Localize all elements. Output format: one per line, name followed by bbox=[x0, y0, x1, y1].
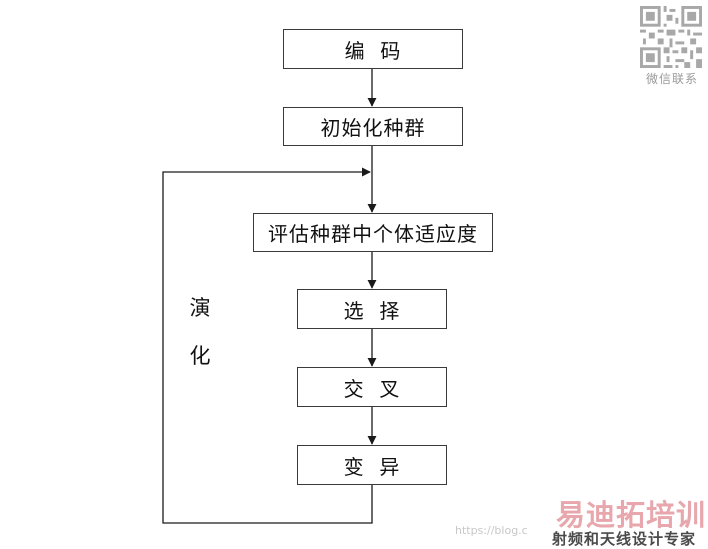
step-crossover-box: 交 叉 bbox=[297, 367, 447, 407]
evolution-label-line2: 化 bbox=[189, 344, 211, 368]
qr-caption: 微信联系 bbox=[645, 72, 698, 86]
brand-logo-text: 易迪拓培训 bbox=[556, 498, 707, 532]
evolution-label-line1: 演 bbox=[189, 296, 211, 320]
step-selection-box: 选 择 bbox=[297, 289, 447, 329]
step-evaluate-fitness-box: 评估种群中个体适应度 bbox=[253, 213, 493, 252]
blog-url-watermark: https://blog.c bbox=[455, 524, 528, 537]
step-init-population-box: 初始化种群 bbox=[283, 107, 463, 146]
brand-tagline: 射频和天线设计专家 bbox=[552, 530, 697, 548]
step-mutation-box: 变 异 bbox=[297, 445, 447, 485]
feedback-loop-line bbox=[162, 167, 373, 524]
qr-code-icon bbox=[640, 6, 702, 68]
step-encode-box: 编 码 bbox=[283, 29, 463, 69]
